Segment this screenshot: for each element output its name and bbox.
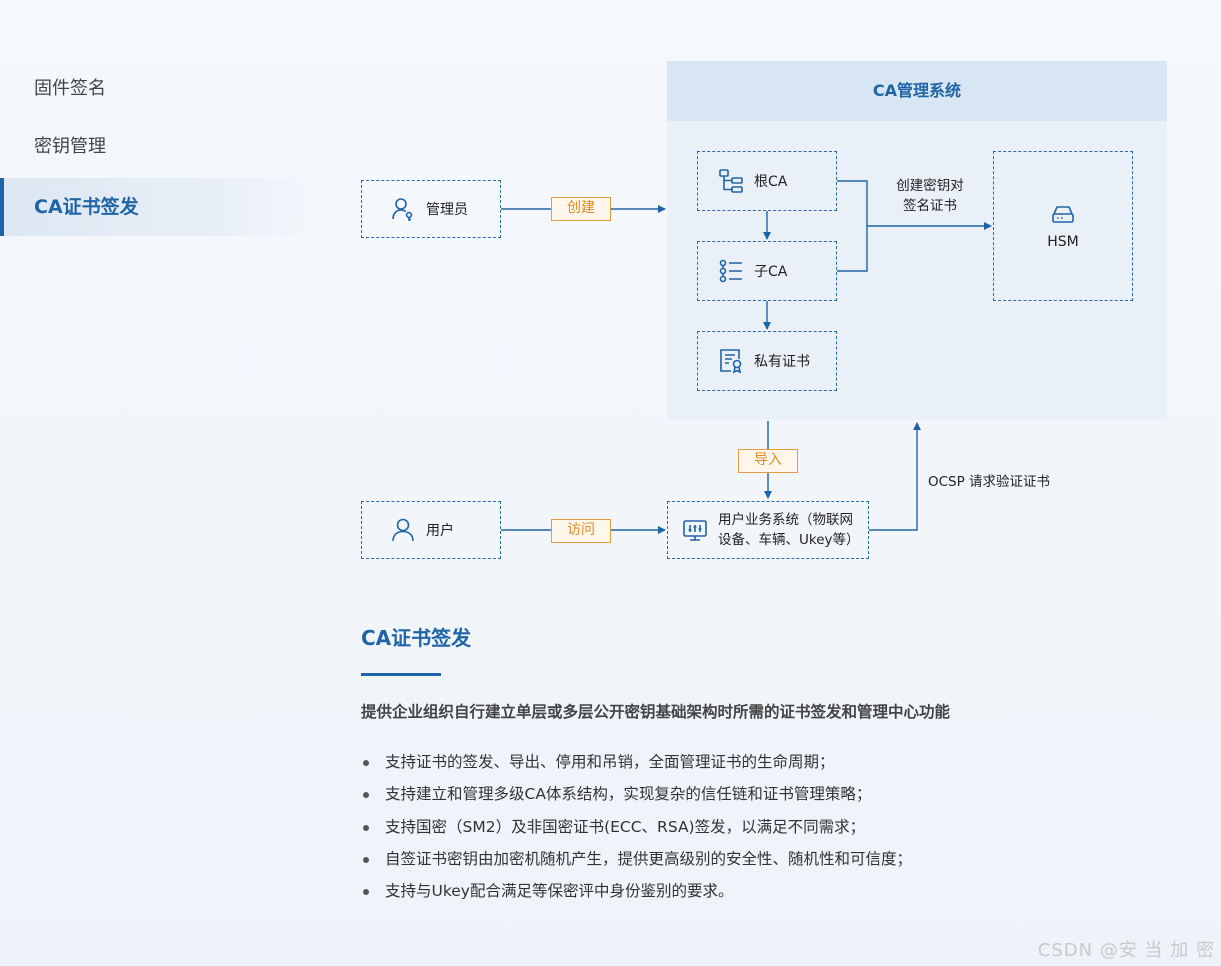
section-summary: 提供企业组织自行建立单层或多层公开密钥基础架构时所需的证书签发和管理中心功能 (361, 703, 951, 721)
hsm-label: HSM (1047, 234, 1079, 250)
admin-label: 管理员 (426, 202, 468, 218)
architecture-diagram: CA管理系统 (361, 61, 1167, 559)
key-sign-label-line2: 签名证书 (903, 198, 957, 214)
feature-item: 支持建立和管理多级CA体系结构，实现复杂的信任链和证书管理策略； (361, 778, 912, 810)
sidebar-item-label: 固件签名 (34, 78, 106, 99)
sidebar-item-key-management[interactable]: 密钥管理 (0, 118, 310, 176)
root-ca-node: 根CA (697, 151, 837, 211)
certificate-icon (718, 348, 744, 374)
sidebar-item-label: CA证书签发 (34, 196, 139, 218)
ca-system-panel: CA管理系统 (667, 61, 1167, 420)
ocsp-label: OCSP 请求验证证书 (928, 474, 1051, 490)
hierarchy-icon (718, 168, 744, 194)
feature-item: 支持证书的签发、导出、停用和吊销，全面管理证书的生命周期； (361, 746, 912, 778)
private-cert-node: 私有证书 (697, 331, 837, 391)
watermark: CSDN @安 当 加 密 (1037, 940, 1215, 961)
user-icon (390, 517, 416, 543)
private-cert-label: 私有证书 (754, 354, 810, 370)
business-system-label-line2: 设备、车辆、Ukey等） (718, 532, 860, 548)
key-sign-label-line1: 创建密钥对 (896, 178, 964, 194)
user-node: 用户 (361, 501, 501, 559)
title-underline (361, 673, 441, 676)
monitor-icon (682, 517, 708, 543)
import-tag: 导入 (738, 449, 798, 473)
section-title: CA证书签发 (361, 626, 472, 650)
feature-item: 自签证书密钥由加密机随机产生，提供更高级别的安全性、随机性和可信度； (361, 843, 912, 875)
sidebar-item-label: 密钥管理 (34, 136, 106, 157)
sub-ca-node: 子CA (697, 241, 837, 301)
access-tag: 访问 (551, 519, 611, 543)
ca-system-title: CA管理系统 (667, 61, 1167, 121)
feature-list: 支持证书的签发、导出、停用和吊销，全面管理证书的生命周期； 支持建立和管理多级C… (361, 746, 912, 907)
create-tag: 创建 (551, 197, 611, 221)
root-ca-label: 根CA (754, 174, 788, 190)
sub-ca-label: 子CA (754, 264, 788, 280)
business-system-node: 用户业务系统（物联网 设备、车辆、Ukey等） (667, 501, 869, 559)
feature-item: 支持与Ukey配合满足等保密评中身份鉴别的要求。 (361, 875, 912, 907)
feature-item: 支持国密（SM2）及非国密证书(ECC、RSA)签发，以满足不同需求； (361, 811, 912, 843)
key-sign-label: 创建密钥对 签名证书 (868, 176, 992, 216)
list-tree-icon (718, 258, 744, 284)
sidebar-item-firmware-signing[interactable]: 固件签名 (0, 60, 310, 118)
user-label: 用户 (426, 523, 454, 539)
hardware-icon (1050, 202, 1076, 228)
admin-node: 管理员 (361, 180, 501, 238)
admin-key-icon (390, 196, 416, 222)
sidebar-item-ca-cert-issuance[interactable]: CA证书签发 (0, 178, 310, 236)
business-system-label-line1: 用户业务系统（物联网 (718, 512, 853, 528)
connector-lines (501, 180, 992, 534)
hsm-node: HSM (993, 151, 1133, 301)
